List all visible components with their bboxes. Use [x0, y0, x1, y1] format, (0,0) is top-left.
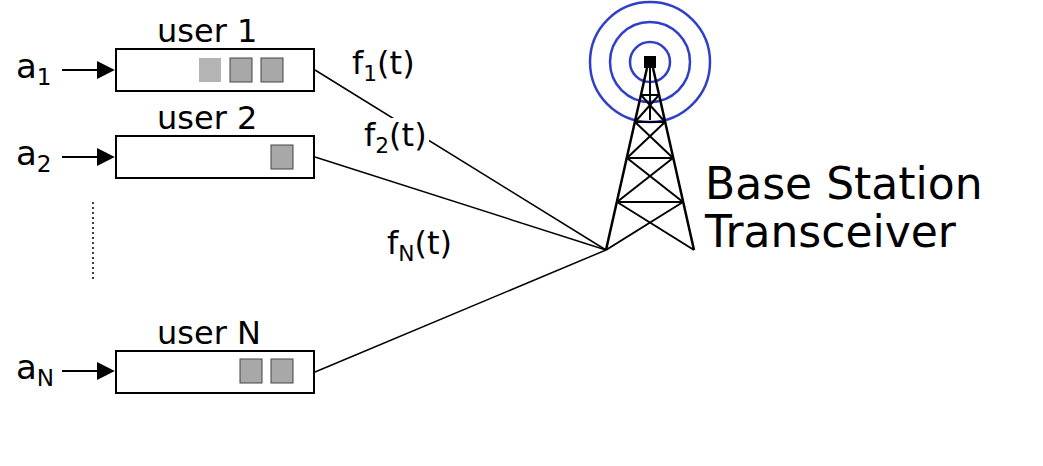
- tower-icon: [590, 2, 710, 250]
- user-label: user 1: [157, 14, 257, 49]
- packet: [271, 145, 293, 169]
- queue-box: user 2: [115, 135, 315, 179]
- channel-line: [315, 250, 606, 372]
- user-label: user 2: [157, 101, 257, 136]
- base-station: Base Station Transceiver: [595, 40, 705, 255]
- queue-box: user 1: [115, 48, 315, 92]
- arrival-rate: a1: [14, 48, 54, 85]
- arrival-arrow: [62, 156, 113, 158]
- channel-label: f1(t): [350, 46, 417, 81]
- arrival-arrow: [62, 370, 113, 372]
- queue-box: user N: [115, 350, 315, 394]
- station-label: Base Station Transceiver: [705, 160, 1025, 257]
- packet: [271, 359, 293, 383]
- packet: [230, 58, 252, 82]
- arrival-rate: aN: [14, 349, 56, 386]
- user-label: user N: [157, 316, 261, 351]
- channel-label: fN(t): [385, 226, 454, 261]
- channel-line: [315, 157, 606, 250]
- channel-line: [315, 70, 606, 250]
- arrival-rate: a2: [14, 135, 54, 172]
- arrival-arrow: [62, 69, 113, 71]
- packet: [261, 58, 283, 82]
- packet: [199, 58, 221, 82]
- channel-label: f2(t): [362, 118, 429, 153]
- ellipsis-dots: [92, 202, 94, 282]
- packet: [240, 359, 262, 383]
